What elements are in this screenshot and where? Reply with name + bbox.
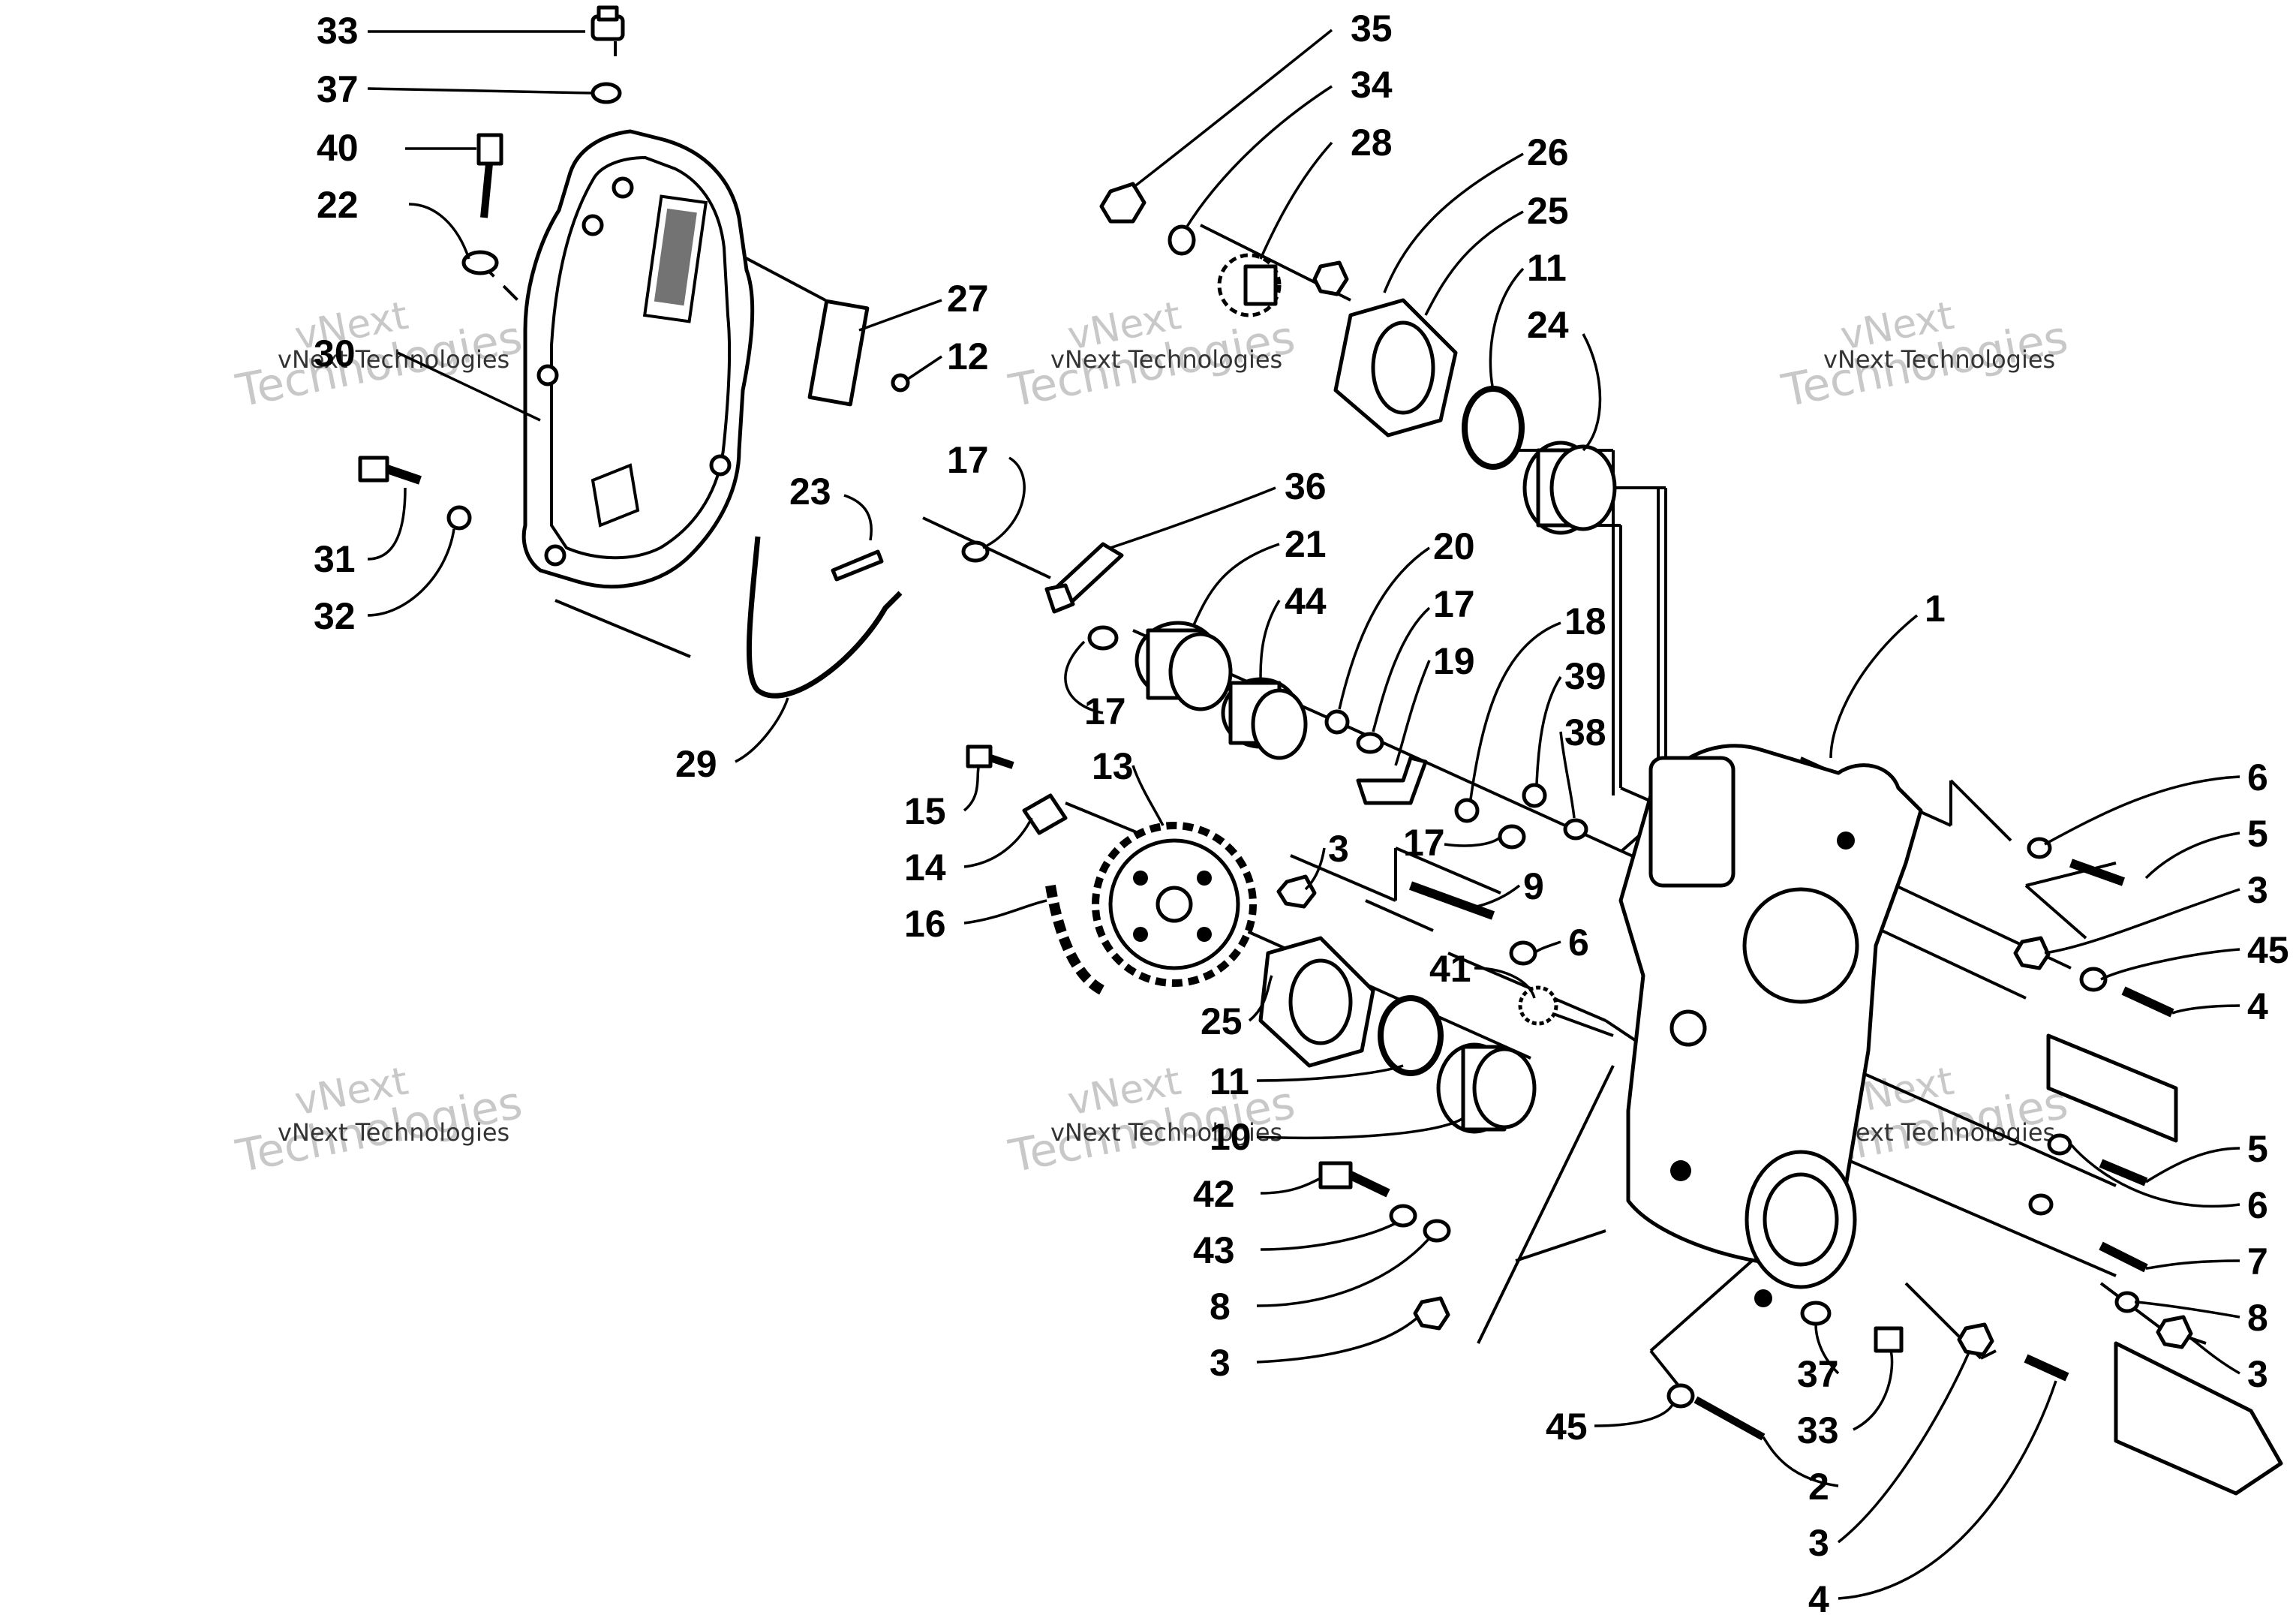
callout-labels: 33 37 40 22 30 31 32 27 12 23 17 29 35 3… (314, 8, 2289, 1620)
callout-45: 45 (1546, 1406, 1588, 1448)
callout-3: 3 (1808, 1522, 1829, 1564)
callout-45: 45 (2247, 929, 2289, 971)
hardware-parts (358, 5, 2283, 1496)
callout-11: 11 (1527, 247, 1567, 289)
callout-2: 2 (1808, 1466, 1829, 1508)
callout-21: 21 (1285, 523, 1327, 565)
watermark: vNext Technologies (278, 1118, 509, 1147)
callout-41: 41 (1429, 948, 1471, 990)
callout-17: 17 (947, 439, 989, 481)
callout-9: 9 (1523, 865, 1544, 907)
callout-22: 22 (317, 184, 359, 226)
callout-24: 24 (1527, 304, 1569, 346)
callout-8: 8 (2247, 1297, 2268, 1339)
callout-20: 20 (1433, 525, 1475, 567)
callout-36: 36 (1285, 465, 1327, 507)
callout-34: 34 (1351, 64, 1393, 106)
callout-37: 37 (1797, 1353, 1839, 1395)
callout-33: 33 (317, 10, 359, 52)
callout-31: 31 (314, 538, 356, 580)
callout-39: 39 (1564, 655, 1606, 697)
callout-33: 33 (1797, 1409, 1839, 1451)
callout-3: 3 (2247, 1353, 2268, 1395)
callout-18: 18 (1564, 600, 1606, 642)
callout-28: 28 (1351, 122, 1393, 164)
callout-19: 19 (1433, 640, 1475, 682)
callout-35: 35 (1351, 8, 1393, 50)
callout-17: 17 (1433, 583, 1475, 625)
chain-case-cover (521, 129, 755, 589)
watermark: vNext Technologies (1050, 345, 1282, 374)
callout-8: 8 (1210, 1286, 1231, 1328)
callout-6: 6 (2247, 756, 2268, 798)
callout-27: 27 (947, 278, 989, 320)
callout-23: 23 (789, 471, 831, 513)
callout-16: 16 (904, 903, 946, 945)
callout-6: 6 (1568, 922, 1589, 964)
callout-1: 1 (1925, 588, 1946, 630)
callout-38: 38 (1564, 711, 1606, 753)
callout-44: 44 (1285, 580, 1327, 622)
callout-37: 37 (317, 68, 359, 110)
callout-5: 5 (2247, 1128, 2268, 1170)
callout-14: 14 (904, 847, 946, 889)
callout-30: 30 (314, 332, 356, 374)
callout-43: 43 (1193, 1229, 1235, 1271)
watermark: vNext Technologies (1050, 1118, 1282, 1147)
assembly-lines (479, 41, 2207, 1390)
watermark: vNext Technologies (1823, 345, 2055, 374)
watermark: vNext Technologies (278, 345, 509, 374)
callout-10: 10 (1210, 1116, 1252, 1158)
callout-42: 42 (1193, 1173, 1235, 1215)
callout-7: 7 (2247, 1241, 2268, 1283)
callout-15: 15 (904, 790, 946, 832)
callout-4: 4 (2247, 985, 2268, 1027)
callout-25: 25 (1527, 190, 1569, 232)
callout-12: 12 (947, 335, 989, 377)
callout-4: 4 (1808, 1578, 1829, 1620)
callout-17: 17 (1403, 822, 1445, 864)
callout-3: 3 (2247, 869, 2268, 911)
callout-6: 6 (2247, 1184, 2268, 1226)
callout-40: 40 (317, 127, 359, 169)
callout-5: 5 (2247, 813, 2268, 855)
callout-26: 26 (1527, 131, 1569, 173)
callout-3: 3 (1210, 1342, 1231, 1384)
callout-29: 29 (675, 743, 717, 785)
callout-17: 17 (1084, 690, 1126, 732)
callout-25: 25 (1201, 1000, 1243, 1042)
callout-3: 3 (1328, 828, 1349, 870)
main-housing (1618, 744, 1923, 1307)
callout-11: 11 (1210, 1060, 1249, 1102)
callout-13: 13 (1092, 745, 1134, 787)
leader-lines (367, 29, 2240, 1600)
callout-32: 32 (314, 595, 356, 637)
